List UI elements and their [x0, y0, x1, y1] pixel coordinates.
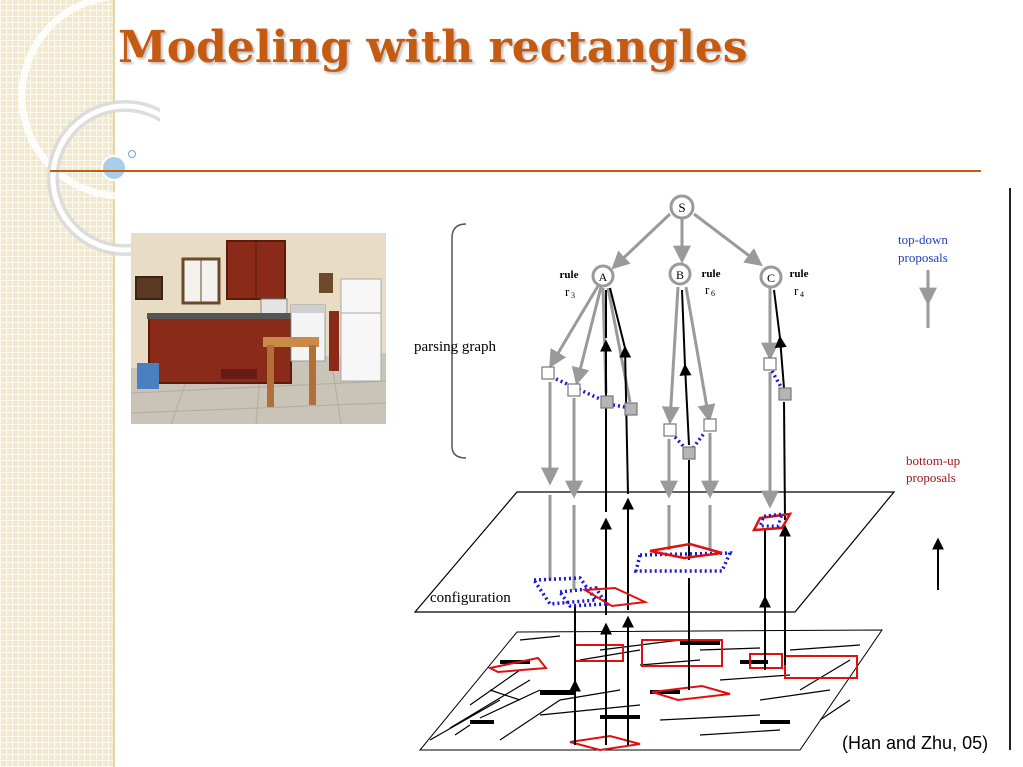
- slide-title: Modeling with rectangles: [118, 22, 748, 73]
- node-a-rule-word: rule: [560, 269, 579, 281]
- node-c-rule-word: rule: [790, 268, 809, 280]
- node-c-rule-sub: 4: [800, 290, 804, 299]
- edge-map-image: [418, 629, 883, 752]
- top-down-legend: top-down proposals: [898, 232, 948, 328]
- configuration-rectangles: [530, 512, 793, 608]
- citation: (Han and Zhu, 05): [842, 733, 989, 753]
- top-down-edges: [541, 212, 779, 590]
- parsing-graph-bracket: [451, 223, 467, 459]
- top-down-legend-line1: top-down: [898, 232, 948, 247]
- node-b-rule-name: r: [705, 282, 710, 297]
- node-c-label: C: [767, 271, 775, 285]
- title-underline: [50, 170, 981, 172]
- bottom-up-legend: bottom-up proposals: [906, 453, 960, 590]
- node-b-label: B: [676, 268, 684, 282]
- node-a-rule-name: r: [565, 284, 570, 299]
- bottom-up-legend-line1: bottom-up: [906, 453, 960, 468]
- parsing-graph-label: parsing graph: [414, 339, 497, 355]
- bottom-up-edges: [569, 287, 791, 745]
- decorative-circles: [18, 0, 160, 256]
- node-c: C rule r 4: [759, 265, 809, 299]
- top-down-legend-line2: proposals: [898, 250, 948, 265]
- node-a: A rule r 3: [560, 264, 615, 300]
- node-c-rule-name: r: [794, 283, 799, 298]
- parsing-graph-diagram: S A rule r 3 B rule r 6 C rule r 4 parsi…: [413, 194, 960, 752]
- node-b-rule-sub: 6: [711, 289, 715, 298]
- node-b-rule-word: rule: [702, 268, 721, 280]
- root-node-label: S: [678, 200, 685, 215]
- node-b: B rule r 6: [668, 262, 721, 298]
- band-edge: [113, 0, 115, 767]
- root-node-s: S: [669, 194, 695, 220]
- node-a-rule-sub: 3: [571, 291, 575, 300]
- left-decorative-band: [0, 0, 113, 767]
- bottom-up-legend-line2: proposals: [906, 470, 956, 485]
- right-vertical-rule: [1009, 188, 1011, 750]
- intermediate-nodes: [541, 357, 792, 460]
- configuration-label: configuration: [430, 590, 511, 606]
- dotted-links: [555, 370, 783, 450]
- kitchen-photo: [131, 233, 386, 424]
- node-a-label: A: [599, 270, 608, 284]
